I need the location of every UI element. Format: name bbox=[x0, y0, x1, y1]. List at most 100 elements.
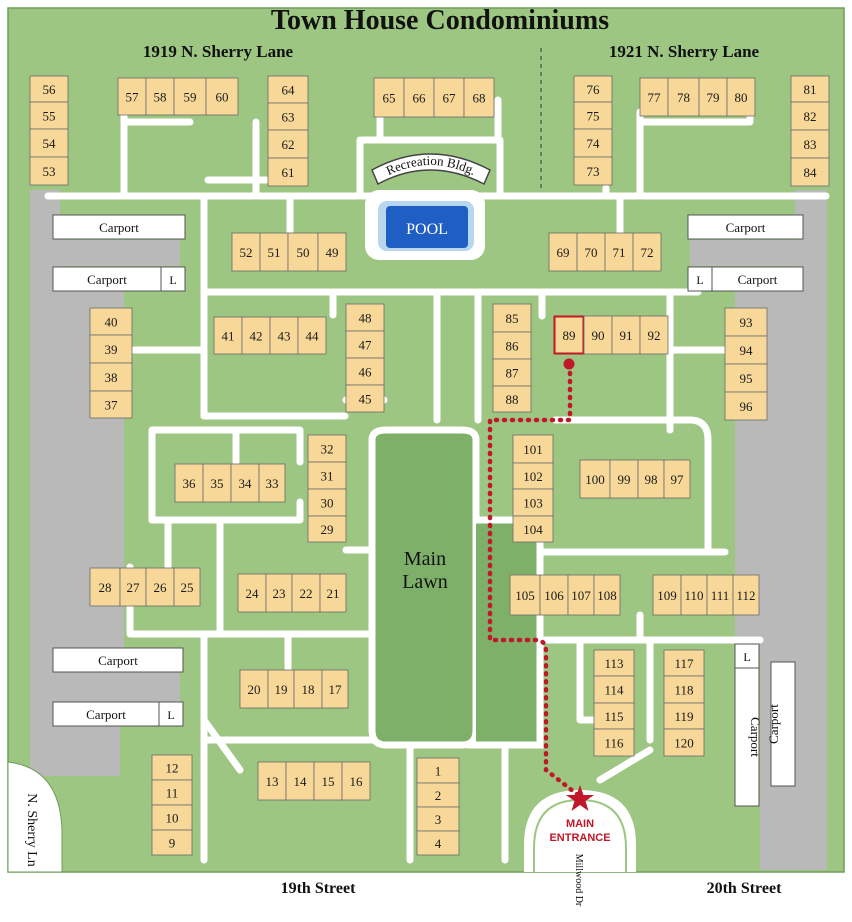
unit-116: 116 bbox=[593, 728, 635, 757]
unit-label: 73 bbox=[587, 164, 600, 179]
unit-58: 58 bbox=[145, 77, 175, 116]
unit-81: 81 bbox=[790, 75, 830, 103]
unit-51: 51 bbox=[259, 232, 289, 272]
unit-label: 103 bbox=[523, 496, 543, 511]
unit-label: 79 bbox=[707, 90, 720, 105]
unit-91: 91 bbox=[611, 315, 641, 355]
unit-44: 44 bbox=[297, 316, 327, 355]
unit-label: 97 bbox=[671, 472, 685, 487]
entrance-label-line2: ENTRANCE bbox=[549, 832, 610, 844]
unit-label: 93 bbox=[740, 315, 753, 330]
unit-label: 83 bbox=[804, 137, 817, 152]
unit-label: 107 bbox=[571, 588, 591, 603]
unit-label: 52 bbox=[240, 245, 253, 260]
unit-label: 45 bbox=[359, 392, 372, 407]
street-left: N. Sherry Ln bbox=[24, 793, 39, 867]
street-entry: Millwood Dr bbox=[573, 854, 584, 907]
unit-54: 54 bbox=[29, 128, 69, 158]
route-to-89 bbox=[487, 362, 581, 798]
unit-label: 13 bbox=[266, 774, 279, 789]
unit-label: 23 bbox=[273, 586, 286, 601]
unit-24: 24 bbox=[237, 573, 267, 613]
unit-label: 4 bbox=[435, 836, 442, 851]
unit-67: 67 bbox=[433, 77, 465, 118]
laundry-label: L bbox=[169, 273, 176, 287]
main-entrance-star-icon bbox=[566, 785, 594, 811]
unit-52: 52 bbox=[231, 232, 261, 272]
unit-label: 32 bbox=[321, 442, 334, 457]
unit-119: 119 bbox=[663, 702, 705, 730]
unit-label: 77 bbox=[648, 90, 662, 105]
unit-90: 90 bbox=[583, 315, 613, 355]
carport-vertical-1: Carport L bbox=[734, 643, 763, 807]
unit-label: 64 bbox=[282, 83, 296, 98]
unit-label: 2 bbox=[435, 788, 442, 803]
unit-46: 46 bbox=[345, 357, 385, 386]
unit-label: 66 bbox=[413, 91, 427, 106]
unit-109: 109 bbox=[652, 574, 682, 616]
unit-label: 61 bbox=[282, 165, 295, 180]
unit-label: 51 bbox=[268, 245, 281, 260]
unit-label: 10 bbox=[166, 811, 179, 826]
unit-38: 38 bbox=[89, 362, 133, 392]
n-sherry-ln-road bbox=[7, 761, 63, 873]
address-left: 1919 N. Sherry Lane bbox=[143, 42, 294, 61]
unit-label: 26 bbox=[154, 580, 168, 595]
carport-label: Carport bbox=[99, 220, 139, 235]
unit-39: 39 bbox=[89, 334, 133, 364]
unit-label: 86 bbox=[506, 339, 520, 354]
unit-64: 64 bbox=[267, 75, 309, 104]
unit-label: 69 bbox=[557, 245, 570, 260]
svg-text:Carport: Carport bbox=[766, 704, 781, 744]
main-lawn-label-line1: Main bbox=[404, 548, 446, 570]
unit-label: 33 bbox=[266, 476, 279, 491]
carport-1: Carport bbox=[52, 214, 186, 240]
unit-111: 111 bbox=[706, 574, 734, 616]
unit-label: 37 bbox=[105, 398, 119, 413]
unit-label: 12 bbox=[166, 761, 179, 776]
unit-label: 111 bbox=[711, 588, 730, 603]
unit-label: 24 bbox=[246, 586, 260, 601]
street-bottom-right: 20th Street bbox=[707, 880, 782, 897]
unit-100: 100 bbox=[579, 459, 611, 499]
unit-102: 102 bbox=[512, 462, 554, 490]
unit-10: 10 bbox=[151, 804, 193, 831]
unit-label: 40 bbox=[105, 315, 118, 330]
unit-19: 19 bbox=[267, 669, 295, 709]
unit-89: 89 bbox=[553, 315, 585, 355]
unit-label: 84 bbox=[804, 165, 818, 180]
unit-label: 63 bbox=[282, 110, 295, 125]
carport-label: Carport bbox=[738, 272, 778, 287]
unit-label: 115 bbox=[604, 709, 623, 724]
carport-3: Carport bbox=[52, 647, 184, 673]
unit-label: 36 bbox=[183, 476, 197, 491]
unit-92: 92 bbox=[639, 315, 669, 355]
unit-label: 85 bbox=[506, 311, 519, 326]
unit-101: 101 bbox=[512, 434, 554, 464]
unit-label: 3 bbox=[435, 812, 442, 827]
unit-86: 86 bbox=[492, 331, 532, 360]
unit-68: 68 bbox=[463, 77, 495, 118]
unit-61: 61 bbox=[267, 157, 309, 187]
unit-104: 104 bbox=[512, 515, 554, 543]
unit-59: 59 bbox=[173, 77, 207, 116]
unit-label: 25 bbox=[181, 580, 194, 595]
unit-label: 14 bbox=[294, 774, 308, 789]
carport-label: Carport bbox=[87, 272, 127, 287]
unit-label: 94 bbox=[740, 343, 754, 358]
unit-106: 106 bbox=[539, 574, 569, 616]
svg-text:Carport: Carport bbox=[748, 717, 763, 757]
unit-label: 104 bbox=[523, 522, 543, 537]
unit-label: 18 bbox=[302, 682, 315, 697]
unit-label: 41 bbox=[222, 329, 235, 344]
unit-9: 9 bbox=[151, 829, 193, 856]
unit-69: 69 bbox=[548, 232, 578, 272]
laundry-label: L bbox=[167, 708, 174, 722]
unit-71: 71 bbox=[604, 232, 634, 272]
unit-label: 100 bbox=[585, 472, 605, 487]
pool bbox=[386, 206, 468, 248]
unit-label: 62 bbox=[282, 137, 295, 152]
